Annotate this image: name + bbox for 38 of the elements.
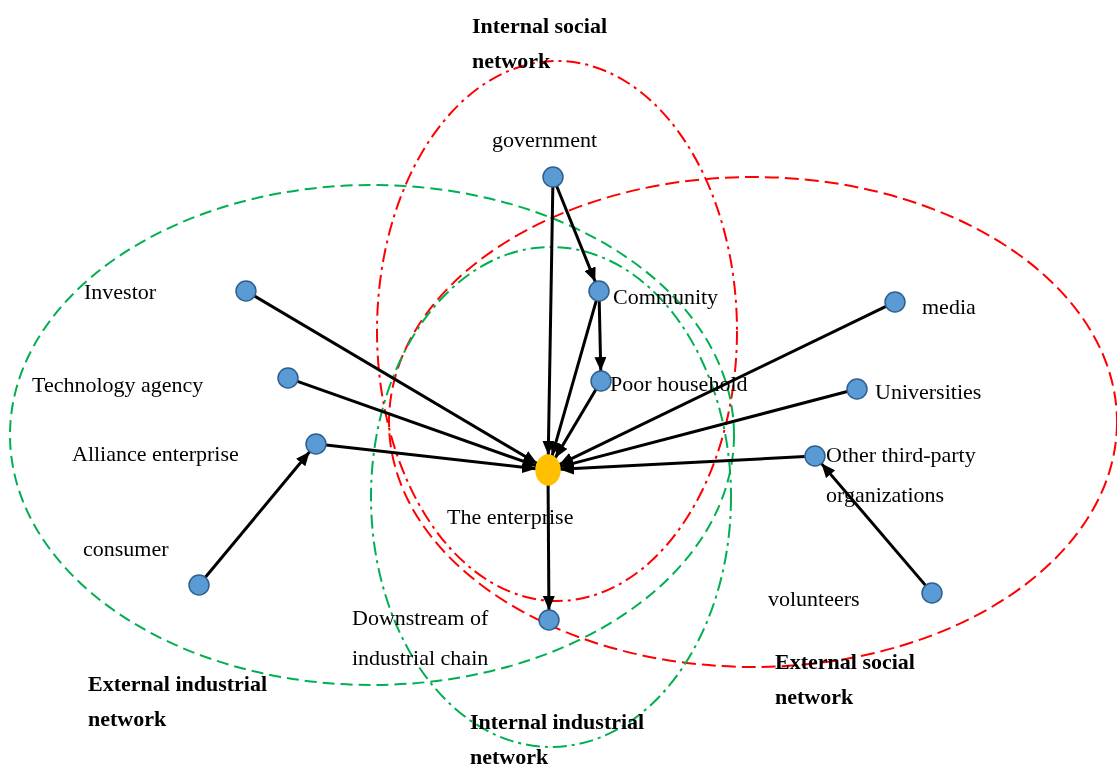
node-label: media <box>922 293 976 321</box>
arrow <box>594 300 607 372</box>
network-dot <box>588 280 610 302</box>
network-dot <box>535 454 561 486</box>
network-title: External industrial network <box>88 670 269 733</box>
network-dot <box>277 367 299 389</box>
arrow <box>555 185 597 283</box>
arrow <box>558 305 887 466</box>
arrow <box>542 186 555 456</box>
network-title: Internal social network <box>472 12 609 75</box>
arrow <box>296 379 537 468</box>
arrow <box>559 455 806 475</box>
network-dot <box>188 574 210 596</box>
network-dot <box>305 433 327 455</box>
node-label: Technology agency <box>32 371 204 399</box>
network-dot <box>884 291 906 313</box>
network-dot <box>846 378 868 400</box>
network-title: Internal industrial network <box>470 708 646 771</box>
arrow <box>553 388 598 459</box>
node-label: government <box>492 126 598 154</box>
node-label: Investor <box>84 278 157 306</box>
arrow <box>204 450 311 579</box>
arrow <box>542 485 555 610</box>
network-dot <box>590 370 612 392</box>
network-dot <box>235 280 257 302</box>
network-dot <box>921 582 943 604</box>
arrow <box>550 300 598 457</box>
arrow <box>325 443 537 474</box>
arrow <box>559 390 848 470</box>
network-dot <box>542 166 564 188</box>
network-dot <box>804 445 826 467</box>
node-label: volunteers <box>768 585 860 613</box>
network-dot <box>538 609 560 631</box>
node-label: Alliance enterprise <box>72 440 239 468</box>
node-label: consumer <box>83 535 169 563</box>
node-label: Downstream of industrial chain <box>352 604 490 672</box>
node-label: Universities <box>875 378 982 406</box>
arrow <box>253 294 538 465</box>
